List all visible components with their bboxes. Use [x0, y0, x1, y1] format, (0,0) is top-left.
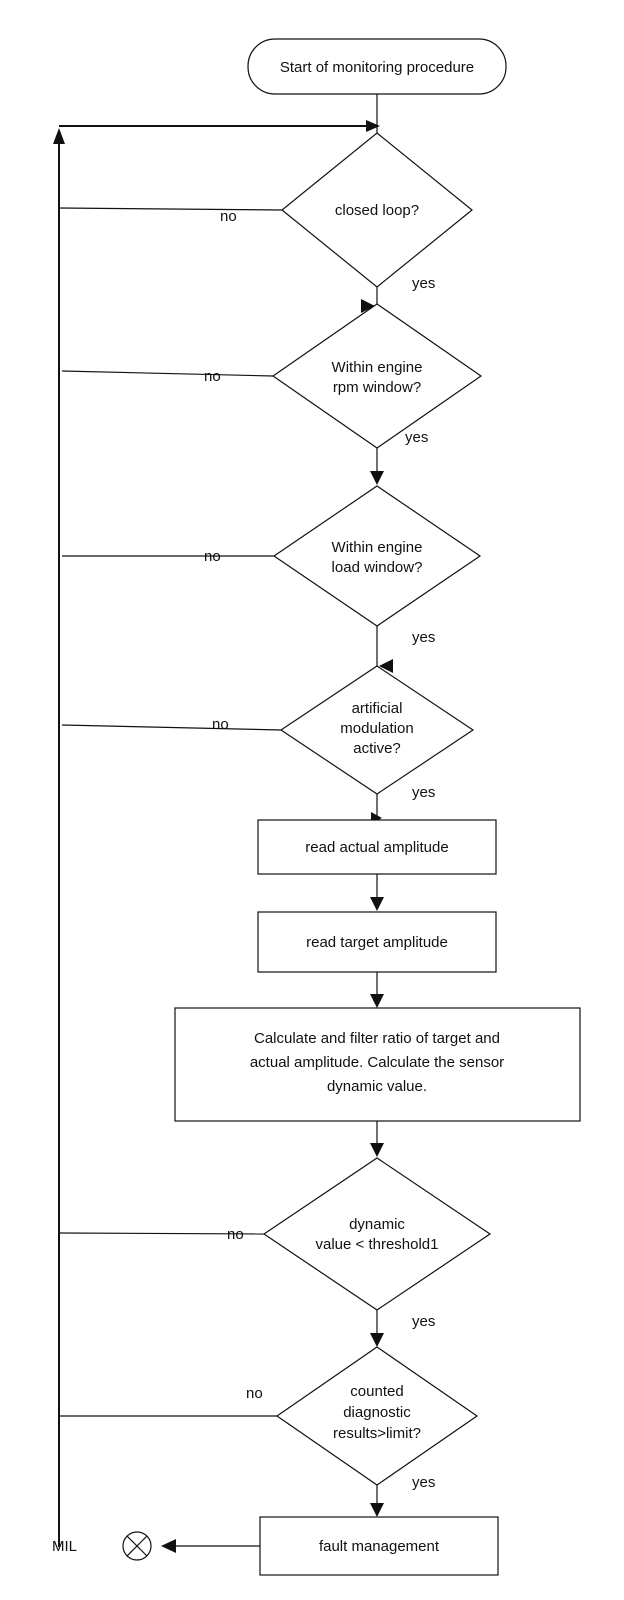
loop-up-arrowhead [53, 128, 65, 144]
arrowhead-6 [370, 994, 384, 1008]
dynamic-label: dynamic [349, 1216, 405, 1233]
modulation-label: active? [353, 740, 401, 757]
mil-arrowhead [161, 1539, 176, 1553]
box-calculate [174, 1007, 581, 1122]
load-window-label: load window? [332, 559, 423, 576]
modulation-label: artificial [352, 700, 403, 717]
box-read-actual [257, 819, 497, 875]
no-line-rpm [61, 370, 274, 377]
calculate-label: Calculate and filter ratio of target and [254, 1030, 500, 1047]
calculate-label: dynamic value. [327, 1078, 427, 1095]
no-line-modulation [61, 724, 282, 731]
modulation-label: modulation [340, 720, 413, 737]
load-window-label: Within engine [332, 539, 423, 556]
yes-label-counted: yes [412, 1474, 435, 1491]
yes-label-rpm: yes [405, 429, 428, 446]
read-target-label: read target amplitude [306, 934, 448, 951]
decision-rpm-window [271, 303, 483, 449]
yes-label-closed-loop: yes [412, 275, 435, 292]
decision-dynamic-threshold [262, 1157, 492, 1311]
arrowhead-3 [379, 659, 393, 673]
fault-management-label: fault management [319, 1538, 440, 1555]
arrowhead-5 [370, 897, 384, 911]
closed-loop-label: closed loop? [335, 202, 419, 219]
no-label-dynamic: no [227, 1226, 244, 1243]
calculate-label: actual amplitude. Calculate the sensor [250, 1054, 504, 1071]
dynamic-label: value < threshold1 [315, 1236, 438, 1253]
no-label-modulation: no [212, 716, 229, 733]
counted-label: diagnostic [343, 1404, 411, 1421]
no-line-closed-loop [58, 207, 283, 211]
rpm-window-label: rpm window? [333, 379, 421, 396]
no-label-load: no [204, 548, 221, 565]
counted-label: counted [350, 1383, 403, 1400]
no-label-closed-loop: no [220, 208, 237, 225]
read-actual-label: read actual amplitude [305, 839, 448, 856]
arrowhead-2 [370, 471, 384, 485]
mil-lamp-icon [122, 1531, 152, 1561]
yes-label-dynamic: yes [412, 1313, 435, 1330]
arrowhead-9 [370, 1503, 384, 1517]
start-label: Start of monitoring procedure [280, 59, 474, 76]
yes-label-modulation: yes [412, 784, 435, 801]
mil-label: MIL [52, 1538, 77, 1555]
yes-label-load: yes [412, 629, 435, 646]
arrowhead-7 [370, 1143, 384, 1157]
decision-load-window [272, 485, 482, 627]
arrowhead-8 [370, 1333, 384, 1347]
no-label-rpm: no [204, 368, 221, 385]
counted-label: results>limit? [333, 1425, 421, 1442]
no-label-counted: no [246, 1385, 263, 1402]
rpm-window-label: Within engine [332, 359, 423, 376]
loop-right-arrowhead [366, 120, 380, 132]
no-line-dynamic [58, 1232, 265, 1235]
arrowhead-1 [361, 299, 375, 313]
box-fault-management [259, 1516, 499, 1576]
